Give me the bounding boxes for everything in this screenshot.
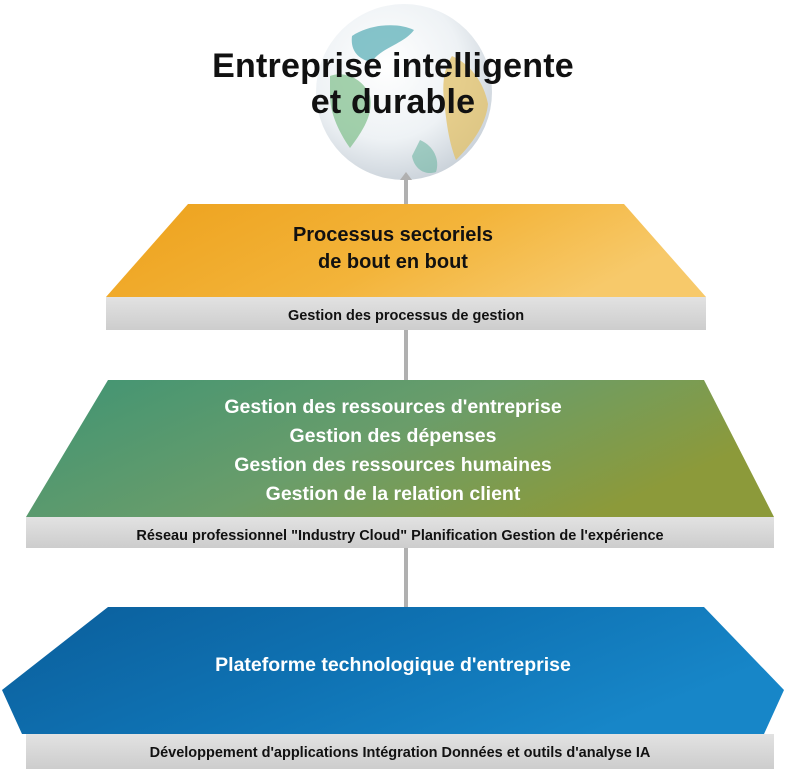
tier-1-shape xyxy=(106,204,706,330)
tier-2-shape xyxy=(26,380,774,548)
tier-3-label: Plateforme technologique d'entreprise xyxy=(120,652,666,678)
tier-3-band: Développement d'applications Intégration… xyxy=(149,745,651,761)
diagram-title: Entreprise intelligente et durable xyxy=(150,48,636,120)
tier-1-line-2: de bout en bout xyxy=(318,251,468,273)
title-line-1: Entreprise intelligente xyxy=(212,47,574,85)
tier-2-line-3: Gestion des ressources humaines xyxy=(234,454,552,476)
tier-2-line-4: Gestion de la relation client xyxy=(265,483,521,505)
tier-2-line-1: Gestion des ressources d'entreprise xyxy=(224,396,562,418)
tier-2-label: Gestion des ressources d'entreprise Gest… xyxy=(150,393,636,509)
tier-2-band: Réseau professionnel "Industry Cloud" Pl… xyxy=(136,528,664,544)
tier-3-shape xyxy=(2,607,784,769)
tier-1-label: Processus sectoriels de bout en bout xyxy=(200,222,586,276)
connector-lines xyxy=(400,172,412,607)
tier-1-line-1: Processus sectoriels xyxy=(292,224,494,246)
tier-2-line-2: Gestion des dépenses xyxy=(289,425,497,447)
tier-3-line-1: Plateforme technologique d'entreprise xyxy=(215,654,571,676)
title-line-2: et durable xyxy=(310,83,476,121)
globe-icon xyxy=(316,4,492,180)
tier-1-band: Gestion des processus de gestion xyxy=(287,308,525,324)
